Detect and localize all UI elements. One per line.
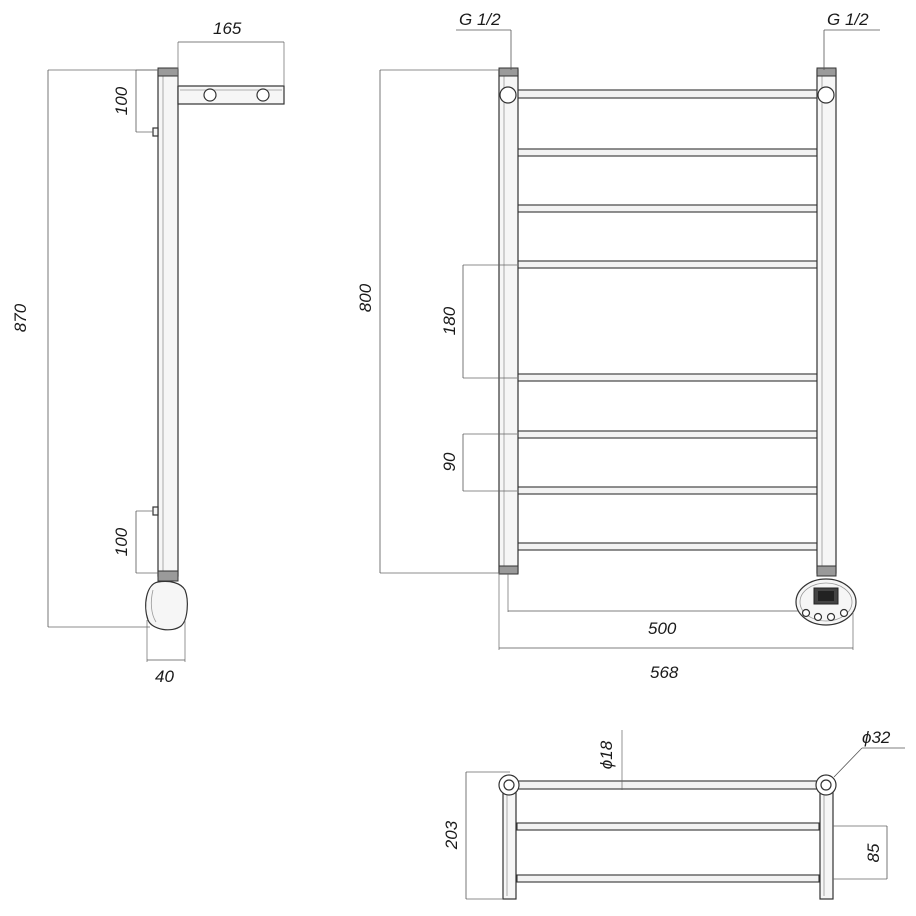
dim-side-heater-width: 40 bbox=[155, 667, 174, 686]
controller-button-4 bbox=[839, 608, 849, 618]
thread-label-left: G 1/2 bbox=[459, 10, 501, 29]
dim-side-height: 870 bbox=[11, 303, 30, 332]
front-rung bbox=[516, 148, 818, 157]
side-post bbox=[157, 69, 179, 577]
front-rung bbox=[516, 373, 818, 382]
dim-side-bottom-spacing: 100 bbox=[112, 527, 131, 556]
dim-post-diameter: ϕ32 bbox=[862, 728, 891, 747]
controller-button-2 bbox=[813, 612, 823, 622]
top-rung bbox=[516, 874, 820, 883]
front-view: G 1/2 G 1/2 800 180 90 500 568 bbox=[356, 10, 880, 682]
dim-top-depth: 203 bbox=[442, 820, 461, 850]
dim-top-spacing: 85 bbox=[864, 843, 883, 862]
front-joint-left bbox=[499, 86, 517, 104]
side-mount-hole-2 bbox=[256, 88, 270, 102]
front-rung-top bbox=[507, 89, 825, 99]
side-heater-element bbox=[145, 580, 188, 631]
dim-center-width: 500 bbox=[648, 619, 677, 638]
dim-rung-gap-small: 90 bbox=[440, 452, 459, 471]
top-rung bbox=[508, 780, 828, 790]
side-post-top-cap bbox=[157, 67, 179, 77]
dim-rung-gap-large: 180 bbox=[440, 306, 459, 335]
front-joint-right bbox=[817, 86, 835, 104]
front-post-left bbox=[498, 69, 519, 574]
dim-overall-width: 568 bbox=[650, 663, 679, 682]
dim-side-top-spacing: 100 bbox=[112, 86, 131, 115]
top-bracket-left bbox=[502, 782, 517, 900]
thread-label-right: G 1/2 bbox=[827, 10, 869, 29]
controller-button-1 bbox=[801, 608, 811, 618]
dim-rung-diameter: ϕ18 bbox=[597, 740, 616, 769]
side-view: 165 870 100 100 40 bbox=[11, 19, 285, 686]
side-mount-arm bbox=[177, 85, 285, 105]
side-mount-hole-1 bbox=[203, 88, 217, 102]
front-rung bbox=[516, 204, 818, 213]
front-rung bbox=[516, 260, 818, 269]
top-rung bbox=[516, 822, 820, 831]
dim-side-depth: 165 bbox=[213, 19, 242, 38]
controller-button-3 bbox=[826, 612, 836, 622]
front-rung bbox=[516, 486, 818, 495]
front-rung bbox=[516, 430, 818, 439]
front-post-right bbox=[816, 69, 837, 574]
front-rungs bbox=[507, 89, 825, 551]
front-rung bbox=[516, 542, 818, 551]
dim-front-height: 800 bbox=[356, 283, 375, 312]
top-view: ϕ18 ϕ32 203 85 bbox=[442, 728, 905, 900]
top-bracket-right bbox=[819, 782, 834, 900]
